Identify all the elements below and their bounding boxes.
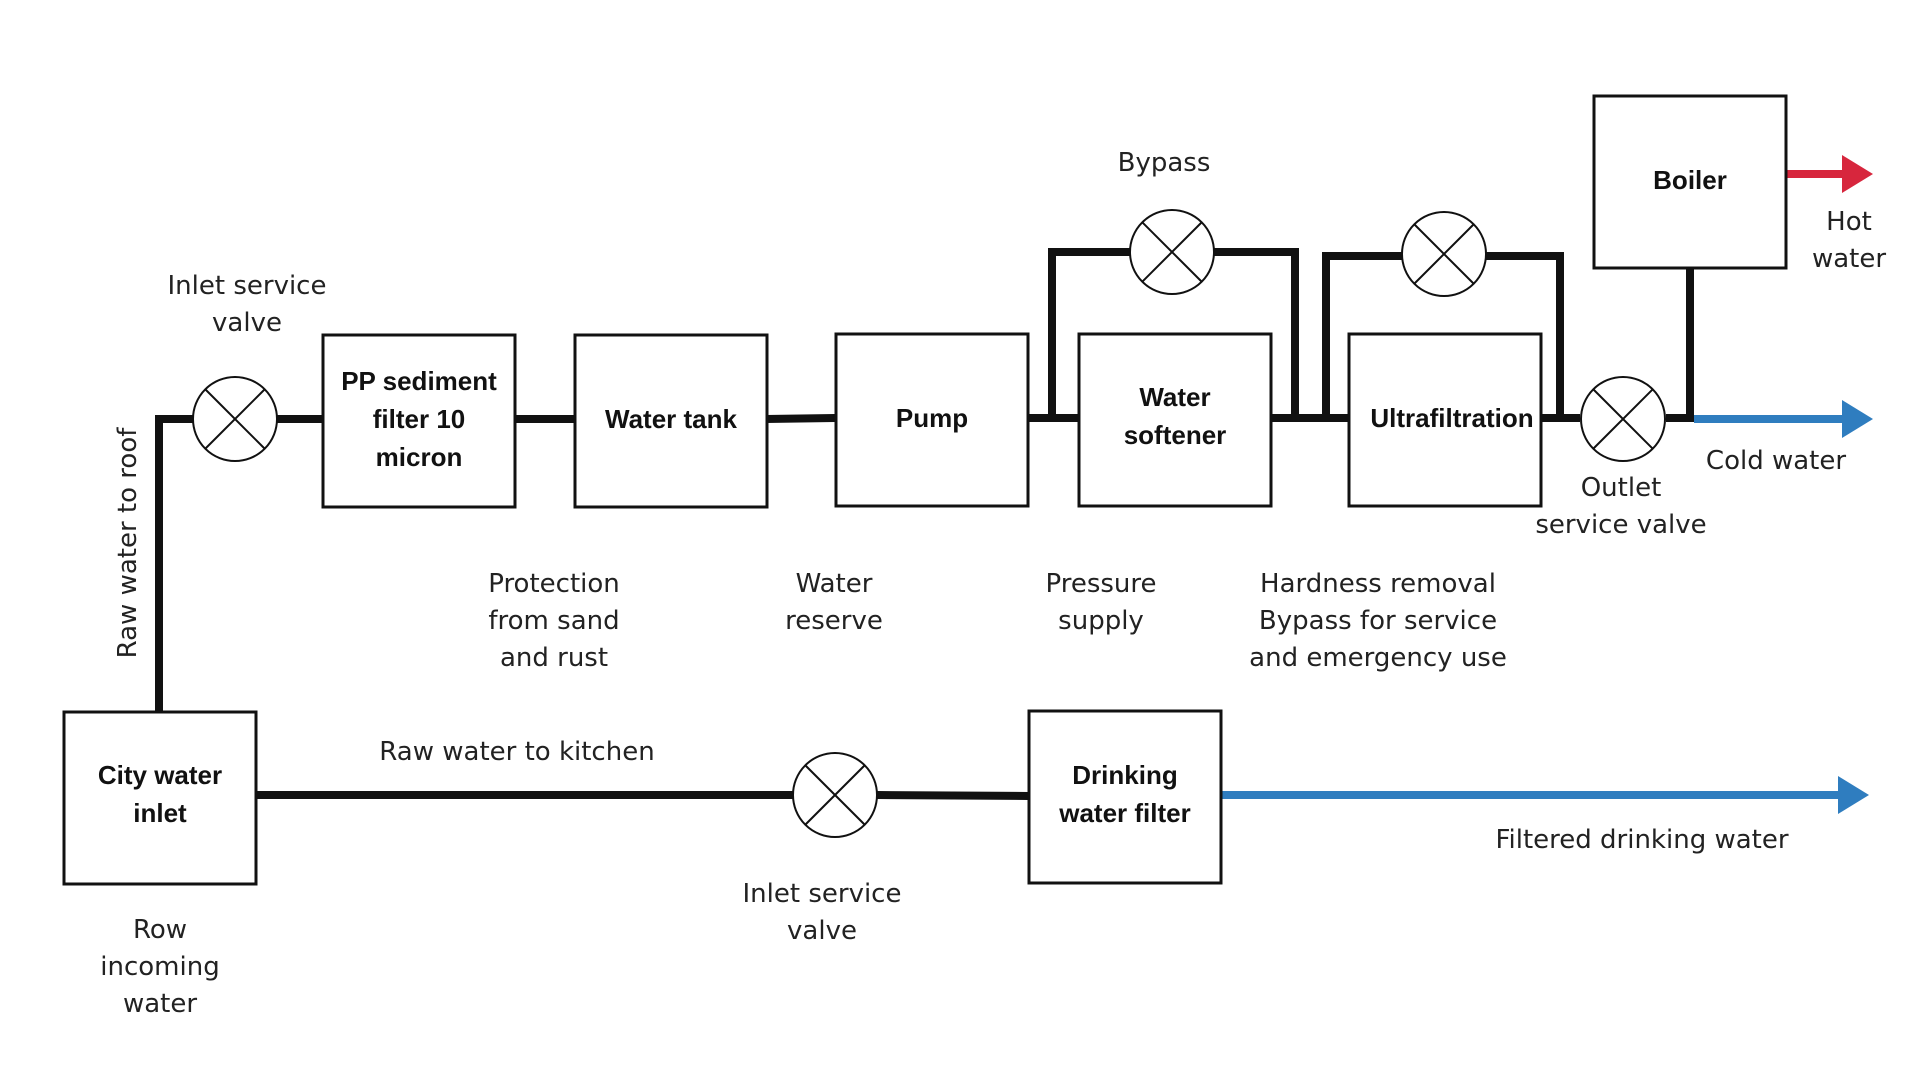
valve-inlet-top-icon <box>192 376 278 462</box>
label-hardness-removal: Bypass for service <box>1259 606 1497 636</box>
box-label-line: water filter <box>1058 798 1191 828</box>
box-pp-sediment-filter: PP sediment filter 10 micron <box>321 333 517 509</box>
pipe-riser-roof <box>155 415 195 712</box>
svg-text:micron: micron <box>376 442 463 472</box>
pipes <box>155 248 1694 800</box>
cold-water-arrow-head <box>1842 400 1873 438</box>
svg-text:inlet: inlet <box>133 798 187 828</box>
svg-text:from sand: from sand <box>488 606 619 636</box>
label-row-incoming-water: Row <box>133 915 187 945</box>
label-protection: Protection <box>488 569 620 599</box>
box-water-softener: Water softener <box>1077 332 1273 508</box>
label-cold-water: Cold water <box>1706 446 1846 476</box>
svg-text:water: water <box>1812 244 1886 274</box>
svg-text:incoming: incoming <box>100 952 219 982</box>
box-label-line: Water <box>1139 382 1210 412</box>
svg-text:Hardness removal: Hardness removal <box>1260 569 1496 599</box>
label-protection: and rust <box>500 643 608 673</box>
svg-text:and rust: and rust <box>500 643 608 673</box>
label-inlet-service-valve-top: Inlet service <box>168 271 327 301</box>
svg-text:City water: City water <box>98 760 222 790</box>
label-protection: from sand <box>488 606 619 636</box>
box-label-line: filter 10 <box>373 404 466 434</box>
svg-text:Row: Row <box>133 915 187 945</box>
svg-text:softener: softener <box>1124 420 1227 450</box>
svg-text:reserve: reserve <box>785 606 883 636</box>
valve-bypass-softener-icon <box>1129 209 1215 295</box>
box-drinking-water-filter: Drinking water filter <box>1027 709 1223 885</box>
box-pump: Pump <box>834 332 1030 508</box>
label-inlet-service-valve-bottom: Inlet service <box>743 879 902 909</box>
label-pressure-supply: Pressure <box>1045 569 1156 599</box>
label-pressure-supply: supply <box>1058 606 1144 636</box>
pipe-kitchen-valve-to-filter <box>876 791 1030 800</box>
hot-water-arrow-head <box>1842 155 1873 193</box>
svg-text:Ultrafiltration: Ultrafiltration <box>1370 403 1533 433</box>
box-label-line: Pump <box>896 403 968 433</box>
svg-text:water filter: water filter <box>1058 798 1191 828</box>
svg-text:valve: valve <box>787 916 857 946</box>
svg-text:Boiler: Boiler <box>1653 165 1727 195</box>
label-water-reserve: reserve <box>785 606 883 636</box>
svg-text:Pressure: Pressure <box>1045 569 1156 599</box>
label-water-reserve: Water <box>796 569 873 599</box>
box-boiler: Boiler <box>1592 94 1788 270</box>
label-row-incoming-water: incoming <box>100 952 219 982</box>
box-label-line: inlet <box>133 798 187 828</box>
label-raw-water-to-roof: Raw water to roof <box>113 427 143 659</box>
label-outlet-service-valve: service valve <box>1535 510 1706 540</box>
svg-text:Bypass for service: Bypass for service <box>1259 606 1497 636</box>
pipe-tank-to-pump <box>765 414 836 423</box>
valve-inlet-bottom-icon <box>792 752 878 838</box>
label-hardness-removal: and emergency use <box>1249 643 1507 673</box>
filtered-water-arrow-head <box>1838 776 1869 814</box>
pipe-bypass-uf-right <box>1484 252 1564 418</box>
svg-text:Water: Water <box>796 569 873 599</box>
box-city-water-inlet: City water inlet <box>62 710 258 886</box>
svg-text:water: water <box>123 989 197 1019</box>
svg-text:filter 10: filter 10 <box>373 404 466 434</box>
svg-text:Hot: Hot <box>1826 207 1872 237</box>
colored-arrows <box>1221 155 1873 814</box>
box-label-line: Water tank <box>605 404 737 434</box>
svg-text:Water tank: Water tank <box>605 404 737 434</box>
label-inlet-service-valve-bottom: valve <box>787 916 857 946</box>
svg-text:PP sediment: PP sediment <box>341 366 497 396</box>
valve-bypass-uf-icon <box>1401 211 1487 297</box>
box-label-line: Ultrafiltration <box>1370 403 1533 433</box>
svg-text:Water: Water <box>1139 382 1210 412</box>
box-label-line: Boiler <box>1653 165 1727 195</box>
box-label-line: micron <box>376 442 463 472</box>
svg-text:and emergency use: and emergency use <box>1249 643 1507 673</box>
valve-outlet-icon <box>1580 376 1666 462</box>
label-bypass: Bypass <box>1118 148 1211 178</box>
svg-text:Drinking: Drinking <box>1072 760 1177 790</box>
box-label-line: softener <box>1124 420 1227 450</box>
svg-text:Pump: Pump <box>896 403 968 433</box>
box-water-tank: Water tank <box>573 333 769 509</box>
label-raw-water-to-kitchen: Raw water to kitchen <box>379 737 654 767</box>
svg-text:Outlet: Outlet <box>1581 473 1662 503</box>
svg-text:valve: valve <box>212 308 282 338</box>
label-inlet-service-valve-top: valve <box>212 308 282 338</box>
label-row-incoming-water: water <box>123 989 197 1019</box>
pipe-bypass-softener-left <box>1048 248 1132 418</box>
svg-text:Protection: Protection <box>488 569 620 599</box>
svg-text:Inlet service: Inlet service <box>743 879 902 909</box>
label-filtered-drinking-water: Filtered drinking water <box>1495 825 1788 855</box>
box-label-line: City water <box>98 760 222 790</box>
svg-text:service valve: service valve <box>1535 510 1706 540</box>
box-label-line: PP sediment <box>341 366 497 396</box>
label-hot-water: Hot <box>1826 207 1872 237</box>
box-label-line: Drinking <box>1072 760 1177 790</box>
pipe-bypass-uf-left <box>1322 252 1404 418</box>
label-hot-water: water <box>1812 244 1886 274</box>
label-outlet-service-valve: Outlet <box>1581 473 1662 503</box>
svg-text:supply: supply <box>1058 606 1144 636</box>
pipe-bypass-softener-right <box>1212 248 1299 418</box>
svg-text:Inlet service: Inlet service <box>168 271 327 301</box>
label-hardness-removal: Hardness removal <box>1260 569 1496 599</box>
box-ultrafiltration: Ultrafiltration <box>1347 332 1543 508</box>
